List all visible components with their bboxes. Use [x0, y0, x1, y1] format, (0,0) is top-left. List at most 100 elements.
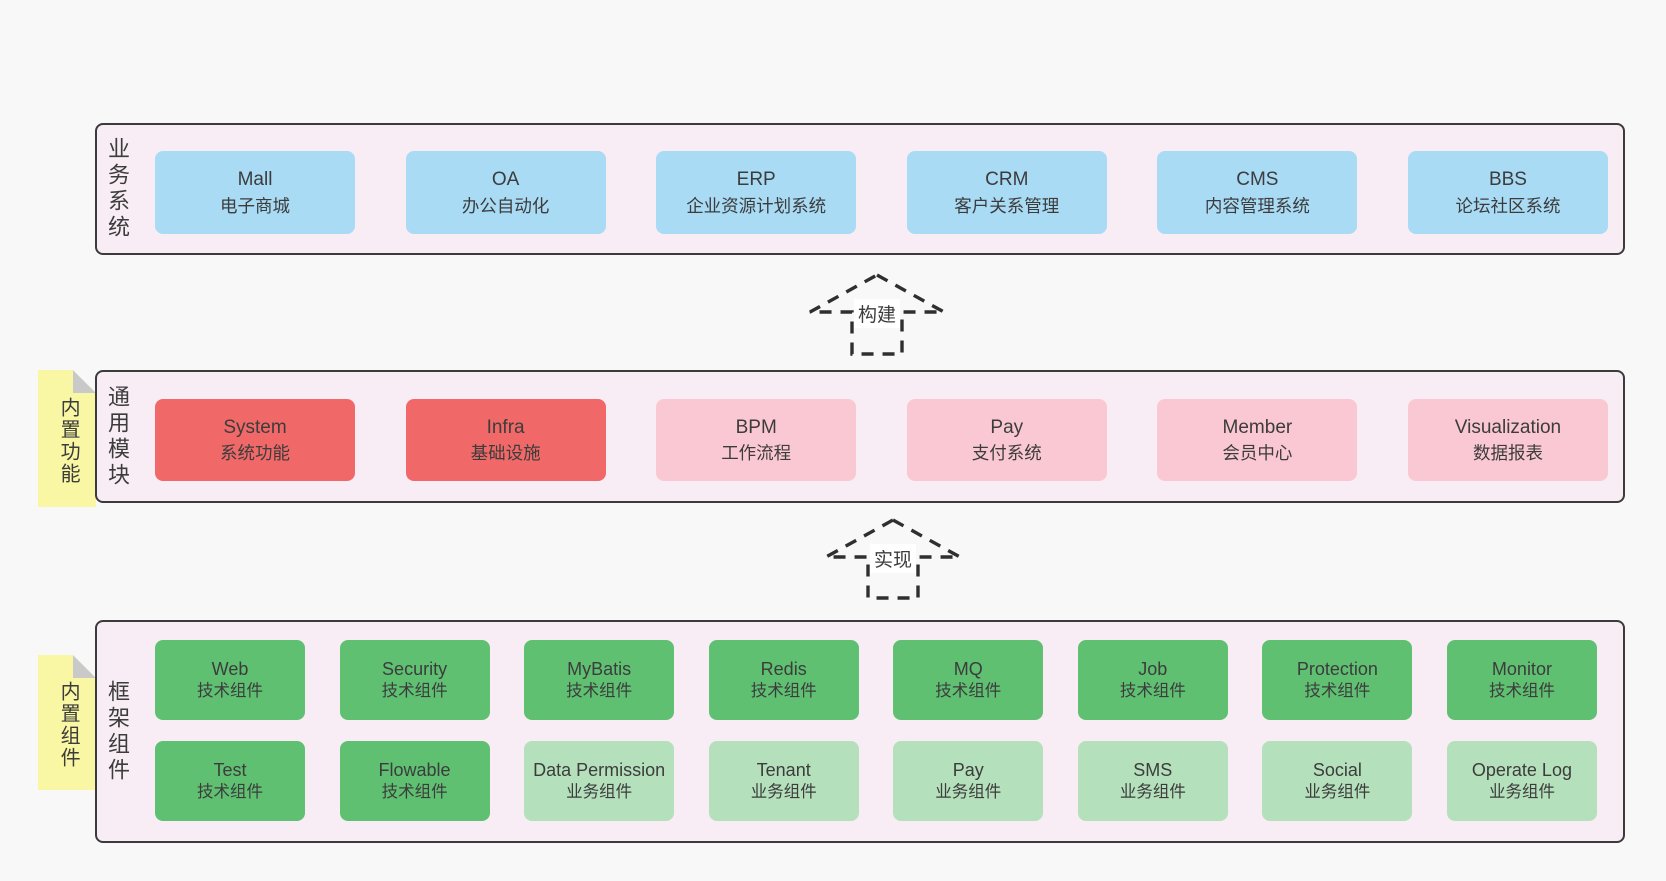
box-mybatis: MyBatis 技术组件: [524, 640, 675, 720]
box-subtitle: 论坛社区系统: [1455, 195, 1561, 216]
box-subtitle: 电子商城: [220, 195, 290, 216]
box-job: Job 技术组件: [1077, 640, 1228, 720]
business-panel-label: 业务系统: [105, 137, 130, 241]
box-tenant: Tenant 业务组件: [708, 741, 859, 821]
modules-panel-label: 通用模块: [105, 384, 130, 489]
builtin-features-tab: 内置功能: [38, 370, 96, 507]
framework-panel-label: 框架组件: [105, 679, 130, 784]
box-title: ERP: [736, 169, 776, 191]
box-monitor: Monitor 技术组件: [1446, 640, 1597, 720]
business-boxes-row: Mall 电子商城 OA 办公自动化 ERP 企业资源计划系统 CRM 客户关系…: [155, 151, 1608, 234]
folded-corner-icon: [73, 370, 96, 393]
box-title: Infra: [486, 416, 525, 438]
box-subtitle: 客户关系管理: [954, 195, 1060, 216]
box-pay: Pay 支付系统: [906, 399, 1107, 481]
box-title: CMS: [1236, 169, 1279, 191]
implement-arrow: 实现: [823, 517, 963, 602]
box-subtitle: 技术组件: [1304, 681, 1371, 700]
box-subtitle: 技术组件: [935, 681, 1002, 700]
framework-row-2: Test 技术组件 Flowable 技术组件 Data Permission …: [155, 741, 1597, 821]
box-subtitle: 业务组件: [750, 782, 817, 801]
box-social: Social 业务组件: [1262, 741, 1413, 821]
box-infra: Infra 基础设施: [405, 399, 606, 481]
box-title: Member: [1222, 416, 1293, 438]
box-title: Social: [1312, 759, 1362, 780]
implement-arrow-label: 实现: [869, 544, 917, 573]
box-operate-log: Operate Log 业务组件: [1446, 741, 1597, 821]
box-title: Visualization: [1454, 416, 1562, 438]
box-subtitle: 技术组件: [566, 681, 633, 700]
box-title: SMS: [1133, 759, 1173, 780]
framework-row-1: Web 技术组件 Security 技术组件 MyBatis 技术组件 Redi…: [155, 640, 1597, 720]
box-sms: SMS 业务组件: [1077, 741, 1228, 821]
box-title: Pay: [990, 416, 1024, 438]
box-subtitle: 技术组件: [750, 681, 817, 700]
box-subtitle: 技术组件: [197, 681, 263, 700]
box-visualization: Visualization 数据报表: [1407, 399, 1608, 481]
box-title: Protection: [1296, 658, 1378, 679]
box-title: Redis: [760, 658, 807, 679]
framework-components-panel: 框架组件 Web 技术组件 Security 技术组件 MyBatis 技术组件…: [95, 620, 1625, 843]
build-arrow: 构建: [807, 272, 947, 358]
box-title: Data Permission: [533, 759, 666, 780]
box-cms: CMS 内容管理系统: [1157, 151, 1358, 234]
common-modules-panel: 通用模块 System 系统功能 Infra 基础设施 BPM 工作流程 Pay…: [95, 370, 1625, 503]
box-bbs: BBS 论坛社区系统: [1407, 151, 1608, 234]
box-title: Security: [382, 658, 448, 679]
box-title: Operate Log: [1471, 759, 1572, 780]
box-security: Security 技术组件: [339, 640, 490, 720]
box-subtitle: 系统功能: [220, 443, 290, 464]
box-crm: CRM 客户关系管理: [906, 151, 1107, 234]
box-subtitle: 支付系统: [971, 443, 1042, 464]
folded-corner-icon: [73, 655, 96, 678]
box-subtitle: 技术组件: [1488, 681, 1555, 700]
box-redis: Redis 技术组件: [708, 640, 859, 720]
business-systems-panel: 业务系统 Mall 电子商城 OA 办公自动化 ERP 企业资源计划系统 CRM…: [95, 123, 1625, 255]
box-title: Pay: [952, 759, 984, 780]
box-pay-component: Pay 业务组件: [893, 741, 1044, 821]
box-title: Test: [213, 759, 247, 780]
box-subtitle: 数据报表: [1472, 443, 1543, 464]
box-subtitle: 基础设施: [470, 443, 541, 464]
box-subtitle: 技术组件: [1119, 681, 1186, 700]
box-oa: OA 办公自动化: [405, 151, 606, 234]
box-subtitle: 业务组件: [1488, 782, 1555, 801]
box-title: Mall: [237, 169, 273, 191]
box-title: Tenant: [756, 759, 811, 780]
box-mq: MQ 技术组件: [893, 640, 1044, 720]
box-title: Monitor: [1491, 658, 1552, 679]
box-title: MQ: [953, 658, 983, 679]
box-subtitle: 业务组件: [935, 782, 1002, 801]
box-data-permission: Data Permission 业务组件: [524, 741, 675, 821]
box-subtitle: 办公自动化: [461, 195, 550, 216]
box-subtitle: 技术组件: [381, 782, 448, 801]
framework-rows: Web 技术组件 Security 技术组件 MyBatis 技术组件 Redi…: [155, 640, 1597, 821]
builtin-features-tab-label: 内置功能: [57, 397, 80, 486]
box-member: Member 会员中心: [1157, 399, 1358, 481]
builtin-components-tab: 内置组件: [38, 655, 96, 790]
box-subtitle: 业务组件: [1119, 782, 1186, 801]
box-mall: Mall 电子商城: [155, 151, 355, 234]
box-subtitle: 企业资源计划系统: [686, 195, 827, 216]
box-title: Flowable: [378, 759, 451, 780]
box-subtitle: 技术组件: [381, 681, 448, 700]
box-title: BBS: [1488, 169, 1527, 191]
box-subtitle: 业务组件: [1304, 782, 1371, 801]
box-system: System 系统功能: [155, 399, 355, 481]
box-subtitle: 内容管理系统: [1204, 195, 1310, 216]
box-title: MyBatis: [567, 658, 632, 679]
box-subtitle: 工作流程: [721, 443, 792, 464]
modules-boxes-row: System 系统功能 Infra 基础设施 BPM 工作流程 Pay 支付系统…: [155, 399, 1608, 481]
box-subtitle: 技术组件: [197, 782, 263, 801]
box-bpm: BPM 工作流程: [656, 399, 857, 481]
box-subtitle: 会员中心: [1222, 443, 1293, 464]
box-title: OA: [491, 169, 520, 191]
box-title: Web: [211, 658, 249, 679]
box-web: Web 技术组件: [155, 640, 305, 720]
box-erp: ERP 企业资源计划系统: [656, 151, 857, 234]
box-title: System: [223, 416, 287, 438]
box-title: CRM: [985, 169, 1029, 191]
builtin-components-tab-label: 内置组件: [57, 681, 80, 770]
box-test: Test 技术组件: [155, 741, 305, 821]
